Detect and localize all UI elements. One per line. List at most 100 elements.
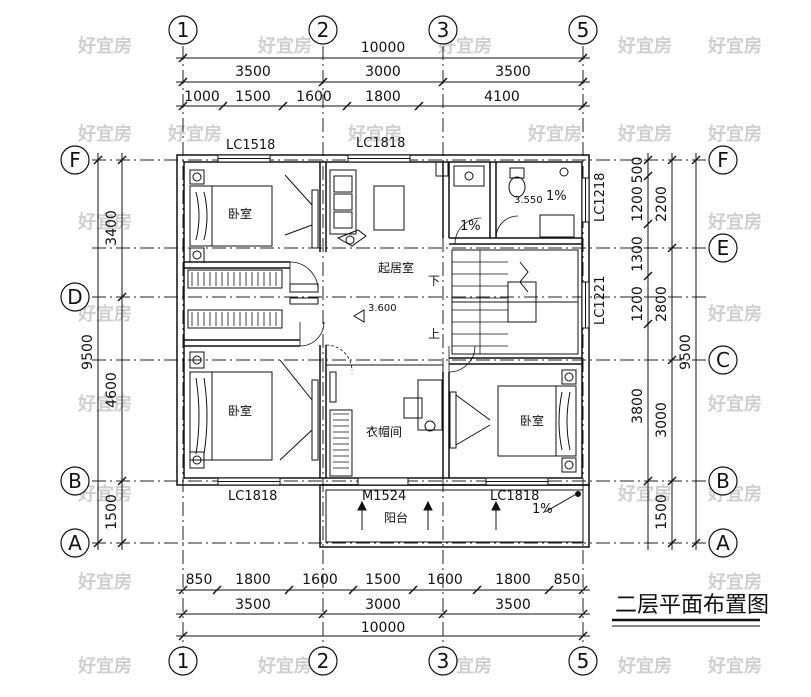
dim-left-total: 9500 [80,334,96,370]
axis-label-d: D [67,285,82,309]
axis-label-3: 3 [437,18,450,42]
watermark: 好宜房 [77,211,132,233]
dim-left-part: 3400 [104,210,120,246]
watermark: 好宜房 [77,303,132,325]
watermark: 好宜房 [707,303,762,325]
axis-label-2: 2 [317,18,330,42]
dim-bottom-bay: 3500 [495,597,531,613]
axis-label-f: F [69,148,81,172]
window-label: LC1221 [593,276,608,325]
axis-label-5: 5 [577,649,590,673]
dim-left-part: 1500 [104,494,120,530]
window-label: LC1818 [228,489,277,504]
walk-in-closet [329,371,443,477]
watermark: 好宜房 [77,393,132,415]
dim-left-part: 4600 [104,372,120,408]
axis-label-2: 2 [317,649,330,673]
axis-label-b: B [68,469,82,493]
stair-label-up: 上 [428,327,440,341]
axis-label-1: 1 [177,18,190,42]
dim-bottom-total: 10000 [361,620,406,636]
bed-sw [189,351,319,469]
dimension-text: 10000 3500 3000 3500 1000 1500 1600 1800… [80,40,694,636]
watermark: 好宜房 [77,35,132,57]
dim-right-detail: 500 [630,157,646,184]
window-label: LC1218 [593,173,608,222]
dim-bottom-detail: 850 [186,572,213,588]
living-furniture [329,169,405,323]
wardrobe-left [187,269,319,329]
dim-right-mid: 3000 [654,402,670,438]
axis-label-1: 1 [177,649,190,673]
watermark-layer: 好宜房 好宜房 好宜房 好宜房 好宜房 好宜房 好宜房 好宜房 好宜房 好宜房 … [77,35,762,677]
axis-label-a: A [68,531,82,555]
dim-top-total: 10000 [361,40,406,56]
watermark: 好宜房 [707,211,762,233]
watermark: 好宜房 [617,655,672,677]
dim-bottom-detail: 1600 [427,572,463,588]
balcony-marks [357,491,581,530]
watermark: 好宜房 [347,123,402,145]
watermark: 好宜房 [257,35,312,57]
dim-right-total: 9500 [678,334,694,370]
dim-top-detail: 1800 [365,89,401,105]
stair-label-down: 下 [428,274,440,288]
door-label: M1524 [362,489,406,504]
window-label: LC1818 [490,489,539,504]
room-label-balcony: 阳台 [384,510,408,525]
axis-label-5: 5 [577,18,590,42]
dim-top-bay: 3000 [365,64,401,80]
room-label-living: 起居室 [378,260,414,275]
axis-label-f: F [717,148,729,172]
watermark: 好宜房 [527,123,582,145]
room-label-bedroom: 卧室 [228,403,252,418]
slope-mark: 1% [546,189,567,204]
dim-top-detail: 1600 [296,89,332,105]
watermark: 好宜房 [707,123,762,145]
dim-top-detail: 1500 [235,89,271,105]
dim-top-bay: 3500 [495,64,531,80]
dim-right-detail: 1200 [630,186,646,222]
axis-bubbles [60,15,738,676]
axis-label-3: 3 [437,649,450,673]
windows [217,154,590,486]
axis-label-e: E [717,236,730,260]
window-labels: LC1518 LC1818 LC1218 LC1221 LC1818 M1524… [226,136,608,504]
bed-e [449,369,577,473]
dim-top-bay: 3500 [235,64,271,80]
axis-label-a: A [716,531,730,555]
dim-right-detail: 1300 [630,236,646,272]
watermark: 好宜房 [77,483,132,505]
window-label: LC1518 [226,138,275,153]
dim-right-mid: 2200 [654,186,670,222]
axis-label-b: B [716,469,730,493]
level-mark-living: 3.600 [368,303,397,314]
dim-bottom-detail: 850 [554,572,581,588]
dim-bottom-detail: 1600 [302,572,338,588]
watermark: 好宜房 [167,123,222,145]
doors [289,215,519,373]
room-label-wardrobe: 衣帽间 [366,424,402,439]
watermark: 好宜房 [77,571,132,593]
dim-top-detail: 1000 [184,89,220,105]
watermark: 好宜房 [617,123,672,145]
slope-mark: 1% [460,219,481,234]
stairs [451,249,579,355]
slope-mark: 1% [532,502,553,517]
bed-nw [189,169,319,263]
dim-bottom-detail: 1500 [365,572,401,588]
drawing-title: 二层平面布置图 [612,593,769,627]
watermark: 好宜房 [707,655,762,677]
axis-grid [92,46,710,660]
dim-right-mid: 1500 [654,494,670,530]
dim-bottom-bay: 3500 [235,597,271,613]
watermark: 好宜房 [257,655,312,677]
watermark: 好宜房 [707,35,762,57]
level-mark-bath: 3.550 [514,195,543,206]
bathroom-fixtures [435,161,575,238]
axis-labels: 1 2 3 5 1 2 3 5 F D B A F E C B A [67,18,730,673]
watermark: 好宜房 [77,123,132,145]
page-title: 二层平面布置图 [615,593,769,618]
watermark: 好宜房 [77,655,132,677]
